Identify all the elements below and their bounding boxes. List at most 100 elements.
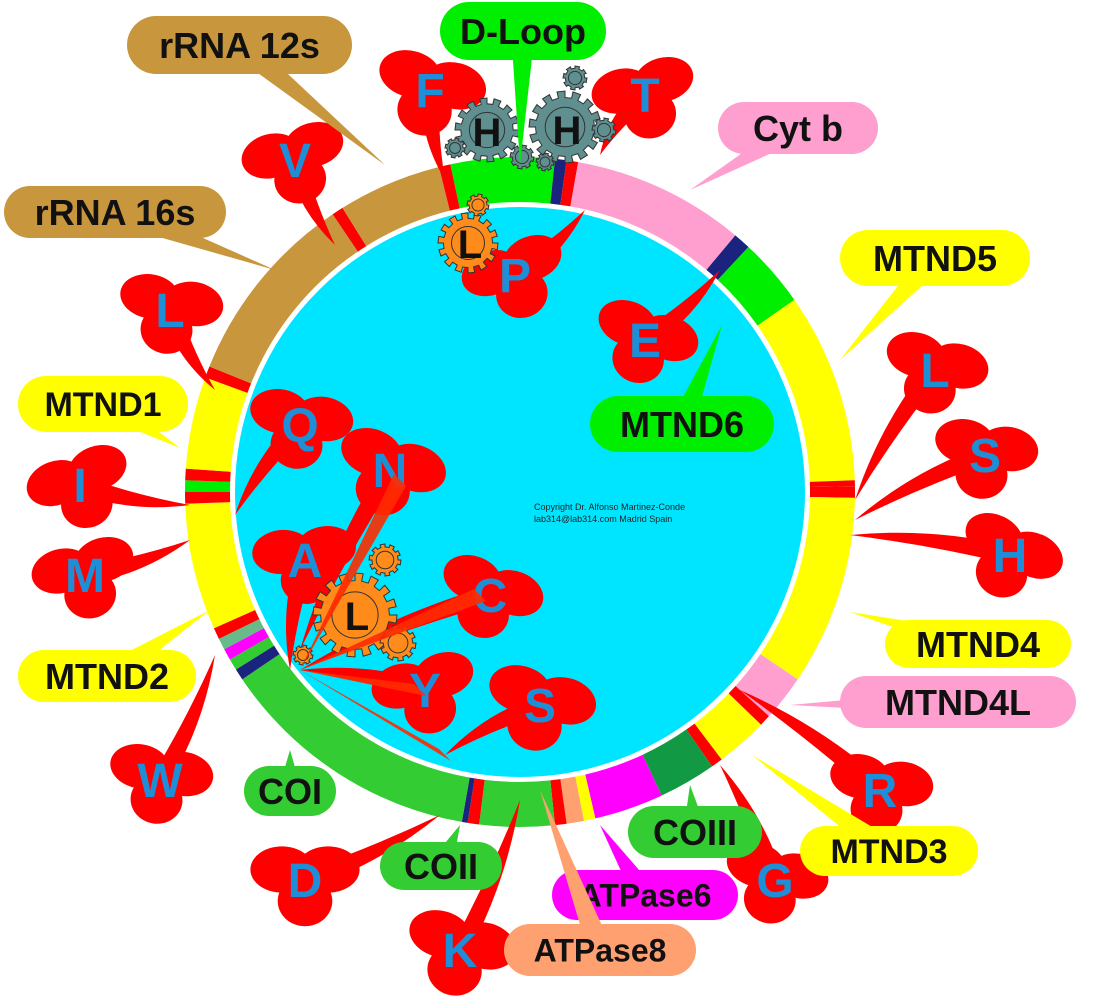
callout-pointer bbox=[511, 30, 535, 165]
gene-label: MTND2 bbox=[45, 656, 169, 697]
gene-label: D-Loop bbox=[460, 11, 586, 52]
trna-letter: A bbox=[288, 535, 323, 588]
gene-label: ATPase6 bbox=[579, 878, 712, 914]
callout-bubble bbox=[127, 16, 352, 74]
callout-rrna12s: rRNA 12s bbox=[127, 16, 385, 166]
heavy-promoter-gear-2: H bbox=[528, 90, 602, 164]
ring-mark bbox=[332, 207, 367, 252]
callout-mtnd3: MTND3 bbox=[752, 755, 978, 876]
trna-r-15: R bbox=[740, 690, 937, 843]
heavy-strand-letter: H bbox=[553, 109, 582, 153]
mtnd6-segment bbox=[717, 246, 795, 326]
gear-layer: H H L L bbox=[292, 65, 617, 761]
callout-coii: COII bbox=[380, 825, 502, 890]
trna-k-13: K bbox=[395, 800, 522, 1002]
small-gear bbox=[368, 543, 402, 577]
trna-letter: S bbox=[524, 680, 556, 733]
trna-tail bbox=[451, 800, 520, 954]
trna-letter: I bbox=[73, 460, 86, 513]
ring-mark bbox=[185, 480, 231, 492]
trna-letter: L bbox=[155, 285, 184, 338]
coii-segment bbox=[479, 779, 556, 827]
rrna16s-segment bbox=[209, 214, 358, 384]
callout-dloop: D-Loop bbox=[440, 2, 606, 165]
trna-s-11: S bbox=[445, 658, 602, 764]
light-strand-letter: L bbox=[458, 223, 482, 267]
atpase8-segment bbox=[560, 776, 584, 824]
ring-mark bbox=[560, 160, 579, 207]
ring-mark bbox=[686, 723, 722, 767]
ring-mark bbox=[467, 778, 485, 825]
heavy-strand-letter: H bbox=[473, 111, 502, 155]
callout-cytb: Cyt b bbox=[690, 102, 878, 190]
trna-letter: Q bbox=[281, 400, 318, 453]
ring-mark bbox=[706, 235, 749, 280]
gene-label: COI bbox=[258, 771, 322, 812]
callout-bubble bbox=[18, 650, 196, 702]
callout-coiii: COIII bbox=[628, 785, 762, 858]
small-gear bbox=[535, 152, 555, 172]
callout-bubble bbox=[380, 842, 502, 890]
callout-bubble bbox=[552, 870, 738, 920]
trna-tail bbox=[855, 446, 990, 520]
small-gear bbox=[292, 644, 314, 666]
trna-letter: P bbox=[499, 250, 531, 303]
callout-mtnd1: MTND1 bbox=[18, 376, 188, 448]
callout-mtnd4: MTND4 bbox=[850, 612, 1071, 668]
mtnd3-segment bbox=[694, 693, 761, 760]
callout-bubble bbox=[628, 806, 762, 858]
mtnd4-segment bbox=[760, 497, 855, 680]
callout-bubble bbox=[504, 924, 696, 976]
gene-label: rRNA 16s bbox=[35, 192, 196, 233]
cytb-segment bbox=[570, 162, 736, 270]
trna-w-5: W bbox=[101, 655, 217, 833]
callout-bubble bbox=[718, 102, 878, 154]
genome-ring bbox=[185, 157, 856, 827]
callout-atpase8: ATPase8 bbox=[504, 790, 696, 976]
ring-mark bbox=[550, 158, 567, 205]
gene-label: MTND4L bbox=[885, 682, 1031, 723]
mtnd5-segment bbox=[757, 299, 855, 482]
light-strand-letter: L bbox=[345, 595, 369, 639]
copyright-line-1: Copyright Dr. Alfonso Martinez-Conde bbox=[534, 502, 685, 512]
callout-bubble bbox=[244, 766, 336, 816]
trna-v-1: V bbox=[236, 115, 357, 245]
small-gear bbox=[509, 144, 535, 170]
trna-letter: R bbox=[863, 765, 898, 818]
trna-h-16: H bbox=[850, 504, 1071, 617]
trna-letter: L bbox=[920, 345, 949, 398]
trna-s-17: S bbox=[855, 414, 1042, 520]
ring-mark bbox=[235, 645, 280, 680]
callout-bubble bbox=[18, 376, 188, 432]
callout-bubble bbox=[590, 396, 774, 452]
gene-label: MTND5 bbox=[873, 238, 997, 279]
ring-mark bbox=[205, 366, 252, 393]
trna-tail bbox=[151, 655, 215, 784]
trna-letter: F bbox=[415, 65, 444, 118]
trna-letter: E bbox=[629, 315, 661, 368]
gene-label: ATPase8 bbox=[534, 933, 667, 969]
d-loop-segment bbox=[450, 157, 556, 209]
callout-coi: COI bbox=[244, 750, 336, 816]
trna-letter: H bbox=[993, 530, 1028, 583]
gene-label: Cyt b bbox=[753, 108, 843, 149]
ring-mark bbox=[809, 486, 856, 492]
trna-letter: V bbox=[279, 135, 311, 188]
coiii-segment bbox=[642, 729, 713, 796]
trna-l-2: L bbox=[111, 269, 227, 390]
trna-l-18: L bbox=[855, 325, 994, 500]
light-strand-rays bbox=[300, 474, 486, 761]
ring-mark bbox=[218, 619, 264, 650]
callout-bubble bbox=[440, 2, 606, 60]
ring-mark bbox=[550, 779, 567, 826]
ring-mark bbox=[224, 628, 269, 660]
callout-bubble bbox=[885, 620, 1071, 668]
callout-pointer bbox=[540, 790, 612, 955]
callout-mtnd5: MTND5 bbox=[840, 230, 1030, 360]
mtnd1-segment bbox=[185, 377, 248, 472]
small-gear bbox=[444, 137, 466, 159]
ring-mark bbox=[185, 468, 231, 482]
trna-q-6: Q bbox=[235, 384, 357, 515]
trna-letter: K bbox=[443, 925, 478, 978]
